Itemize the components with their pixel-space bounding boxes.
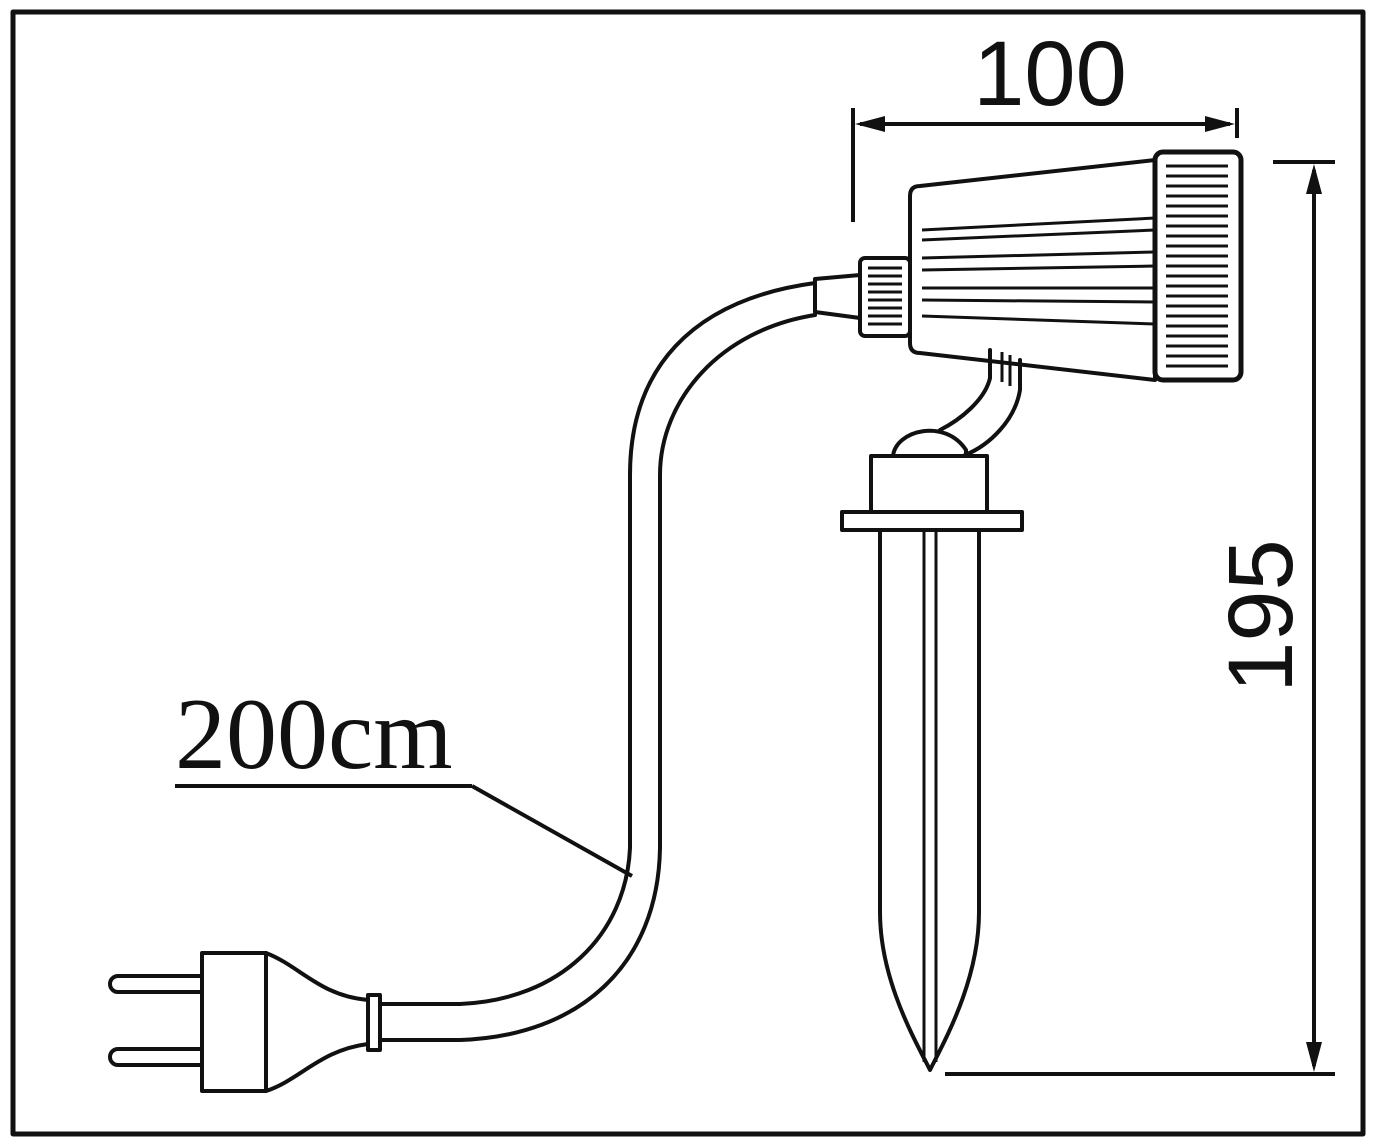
cable-length-label: 200cm <box>175 678 453 791</box>
neck-outer <box>938 348 992 432</box>
height-dimension: 195 <box>945 160 1335 1076</box>
lamp-head <box>813 149 1244 383</box>
housing-fins <box>921 216 1156 326</box>
front-bezel <box>1152 149 1244 383</box>
cable-connector <box>813 273 862 320</box>
cable-outer-edge <box>378 281 817 1006</box>
neck-inner <box>963 358 1022 457</box>
width-arrow-right <box>1205 116 1235 132</box>
rear-cap-ribs <box>868 266 902 326</box>
power-cable <box>378 281 817 1042</box>
ground-spike <box>840 454 1024 1072</box>
width-label: 100 <box>973 23 1127 125</box>
height-label: 195 <box>1210 539 1312 693</box>
front-bezel-ribs <box>1166 164 1228 368</box>
width-arrow-left <box>855 116 885 132</box>
lamp-neck <box>891 348 1022 458</box>
plug-pin-bottom <box>108 1047 204 1067</box>
drawing-frame <box>10 9 1366 1137</box>
lamp-housing <box>908 158 1157 382</box>
cable-length-callout: 200cm <box>175 678 633 878</box>
width-dimension: 100 <box>851 23 1239 222</box>
height-arrow-top <box>1306 164 1322 194</box>
spike-hub <box>869 454 989 514</box>
plug-collar <box>366 993 382 1052</box>
height-arrow-bottom <box>1306 1042 1322 1072</box>
cable-inner-edge <box>378 313 817 1042</box>
spike-flange <box>840 510 1024 532</box>
plug-sleeve <box>264 951 370 1093</box>
spike-blade <box>878 528 981 1072</box>
plug-body <box>200 951 268 1093</box>
plug <box>108 951 382 1093</box>
plug-pin-top <box>108 974 204 994</box>
callout-leader <box>471 784 633 878</box>
ball-joint <box>891 428 968 458</box>
